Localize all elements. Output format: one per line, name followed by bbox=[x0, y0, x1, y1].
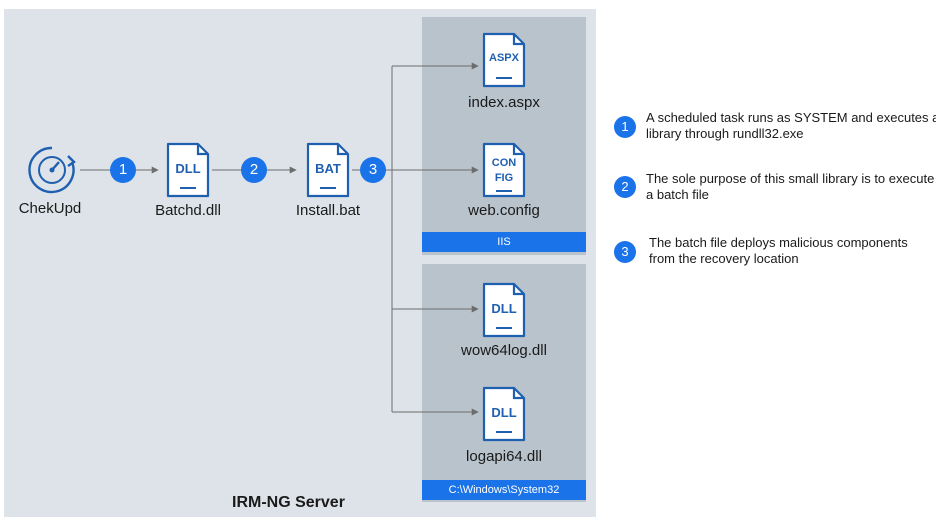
install-badge: BAT bbox=[315, 161, 341, 176]
legend-1-marker: 1 bbox=[614, 116, 636, 138]
index-file-icon bbox=[482, 32, 526, 88]
logapi64-badge: DLL bbox=[491, 405, 517, 420]
batchd-label: Batchd.dll bbox=[155, 202, 221, 219]
legend-1-text: A scheduled task runs as SYSTEM and exec… bbox=[646, 110, 936, 141]
legend-2-marker: 2 bbox=[614, 176, 636, 198]
gauge-icon bbox=[28, 146, 76, 194]
legend-3-text: The batch file deploys malicious compone… bbox=[649, 235, 908, 266]
wow64log-file-icon bbox=[482, 282, 526, 338]
chekupd-label: ChekUpd bbox=[18, 200, 82, 217]
step-3-marker: 3 bbox=[360, 157, 386, 183]
webconfig-badge-line1: CON bbox=[491, 157, 517, 169]
webconfig-badge-line2: FIG bbox=[494, 172, 514, 184]
logapi64-file-icon bbox=[482, 386, 526, 442]
index-badge: ASPX bbox=[489, 52, 519, 64]
batchd-badge: DLL bbox=[175, 161, 201, 176]
webconfig-file-icon bbox=[482, 142, 526, 198]
install-label: Install.bat bbox=[295, 202, 361, 219]
server-title: IRM-NG Server bbox=[232, 494, 345, 511]
wow64log-badge: DLL bbox=[491, 301, 517, 316]
legend-3-marker: 3 bbox=[614, 241, 636, 263]
batchd-file-icon bbox=[166, 142, 210, 198]
wow64log-label: wow64log.dll bbox=[461, 342, 547, 359]
index-label: index.aspx bbox=[468, 94, 540, 111]
system32-label: C:\Windows\System32 bbox=[422, 480, 586, 500]
step-1-marker: 1 bbox=[110, 157, 136, 183]
logapi64-label: logapi64.dll bbox=[466, 448, 542, 465]
legend-2-text: The sole purpose of this small library i… bbox=[646, 171, 935, 202]
iis-label: IIS bbox=[422, 232, 586, 252]
step-2-marker: 2 bbox=[241, 157, 267, 183]
webconfig-label: web.config bbox=[468, 202, 540, 219]
install-file-icon bbox=[306, 142, 350, 198]
